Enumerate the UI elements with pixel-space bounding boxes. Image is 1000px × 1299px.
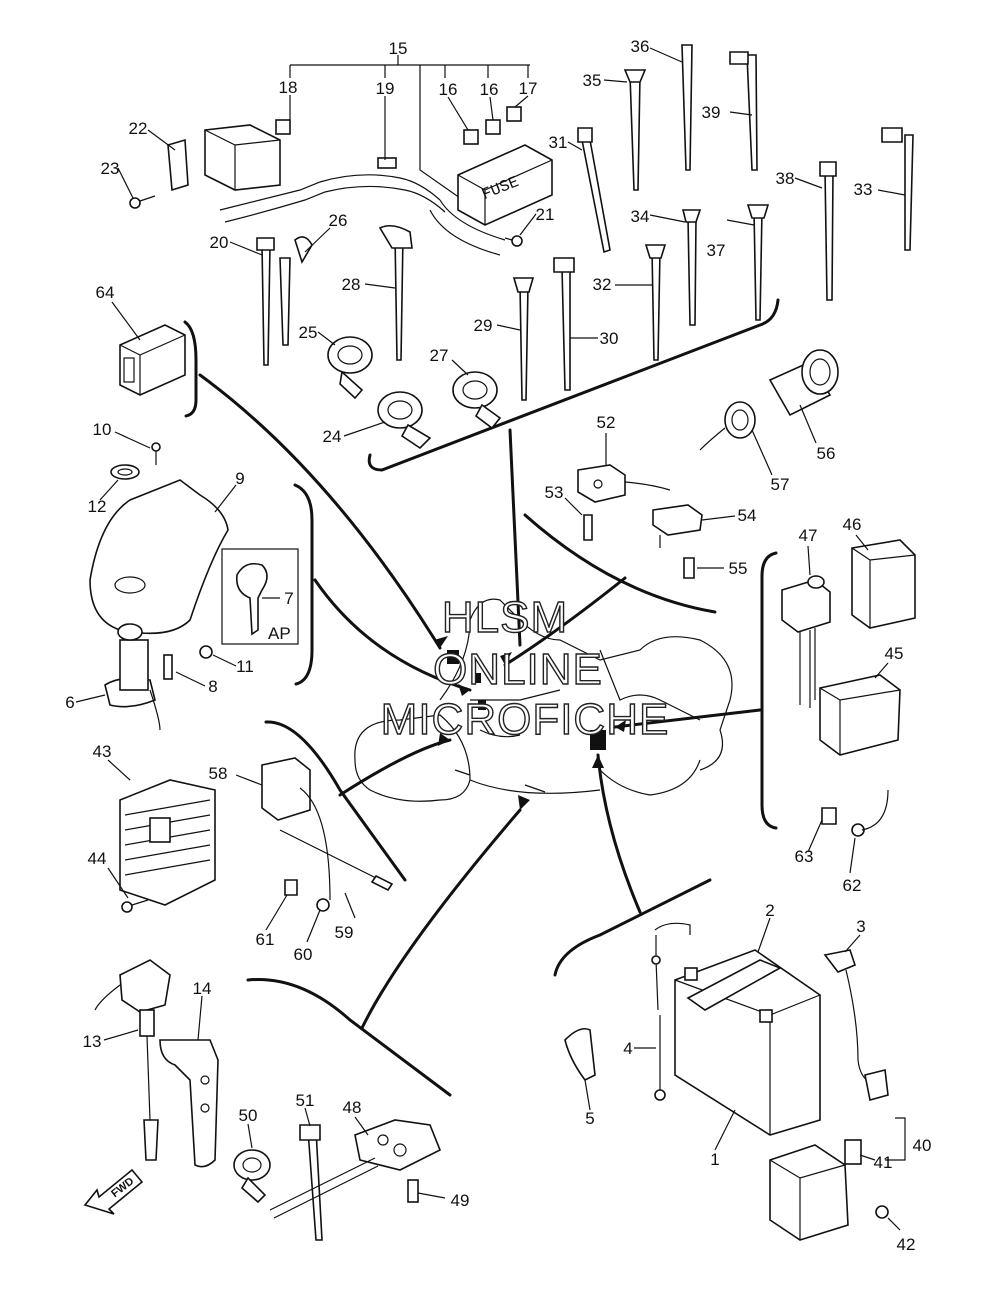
callout-28: 28 (342, 275, 361, 294)
watermark: HLSM ONLINE MICROFICHE (380, 592, 670, 744)
callout-56: 56 (817, 444, 836, 463)
ap-text: AP (268, 624, 291, 643)
harness-clamps (327, 336, 502, 450)
callout-24: 24 (323, 427, 342, 446)
callout-15: 15 (389, 39, 408, 58)
callout-16-right: 16 (480, 80, 499, 99)
relay-64 (119, 324, 186, 396)
callout-58: 58 (209, 764, 228, 783)
callout-27: 27 (430, 346, 449, 365)
callout-49: 49 (451, 1191, 470, 1210)
cable-ties-top (256, 44, 914, 401)
switches-52-54 (577, 464, 703, 579)
callout-42: 42 (897, 1235, 916, 1254)
callout-62: 62 (843, 876, 862, 895)
callout-60: 60 (294, 945, 313, 964)
callout-31: 31 (549, 133, 568, 152)
motorcycle-outline (354, 598, 733, 802)
sensor-48 (233, 1119, 442, 1241)
connector-marker (590, 730, 606, 750)
harness-routing-lines (183, 298, 780, 1097)
callout-3: 3 (856, 917, 865, 936)
callout-13: 13 (83, 1032, 102, 1051)
callout-19: 19 (376, 79, 395, 98)
callout-47: 47 (799, 526, 818, 545)
connector-marker (473, 673, 481, 683)
connector-marker (478, 700, 486, 710)
callout-10: 10 (93, 420, 112, 439)
fuse-box-assembly: FUSE (129, 55, 553, 256)
ignition-group: AP (89, 442, 299, 731)
callout-1: 1 (710, 1150, 719, 1169)
callout-44: 44 (88, 849, 107, 868)
sensor-58 (261, 757, 394, 912)
callout-32: 32 (593, 275, 612, 294)
callout-38: 38 (776, 169, 795, 188)
callout-43: 43 (93, 742, 112, 761)
accessory-socket (699, 349, 839, 451)
callout-37: 37 (707, 241, 726, 260)
callout-63: 63 (795, 847, 814, 866)
callout-8: 8 (208, 677, 217, 696)
callout-22: 22 (129, 119, 148, 138)
callout-46: 46 (843, 515, 862, 534)
callout-64: 64 (96, 283, 115, 302)
callout-54: 54 (738, 506, 757, 525)
switch-13 (94, 959, 219, 1168)
callout-45: 45 (885, 644, 904, 663)
callout-9: 9 (235, 469, 244, 488)
callout-26: 26 (329, 211, 348, 230)
callout-41: 41 (874, 1153, 893, 1172)
callout-53: 53 (545, 483, 564, 502)
leader-lines (75, 47, 906, 1231)
callout-4: 4 (623, 1039, 632, 1058)
callout-29: 29 (474, 316, 493, 335)
callout-34: 34 (631, 207, 650, 226)
callout-51: 51 (296, 1091, 315, 1110)
callout-12: 12 (88, 497, 107, 516)
connector-marker (447, 650, 459, 664)
callout-61: 61 (256, 930, 275, 949)
callout-52: 52 (597, 413, 616, 432)
callout-20: 20 (210, 233, 229, 252)
callout-labels: 15 18 19 16 16 17 36 35 39 22 31 23 21 3… (65, 37, 931, 1254)
watermark-line-3: MICROFICHE (381, 695, 670, 744)
callout-57: 57 (771, 475, 790, 494)
relays-right (781, 539, 916, 837)
watermark-line-2: ONLINE (433, 645, 603, 694)
callout-39: 39 (702, 103, 721, 122)
callout-5: 5 (585, 1109, 594, 1128)
callout-17: 17 (519, 79, 538, 98)
callout-6: 6 (65, 693, 74, 712)
fwd-arrow: FWD (83, 1168, 144, 1215)
callout-14: 14 (193, 979, 212, 998)
battery-group (564, 922, 889, 1241)
callout-23: 23 (101, 159, 120, 178)
routing-arrows (434, 636, 626, 810)
callout-2: 2 (765, 901, 774, 920)
callout-48: 48 (343, 1098, 362, 1117)
regulator-43 (119, 779, 216, 913)
callout-16-left: 16 (439, 80, 458, 99)
callout-55: 55 (729, 559, 748, 578)
callout-36: 36 (631, 37, 650, 56)
callout-40: 40 (913, 1136, 932, 1155)
callout-30: 30 (600, 329, 619, 348)
callout-11: 11 (236, 657, 254, 676)
callout-35: 35 (583, 71, 602, 90)
callout-7: 7 (284, 589, 293, 608)
callout-50: 50 (239, 1106, 258, 1125)
callout-18: 18 (279, 78, 298, 97)
callout-25: 25 (299, 323, 318, 342)
callout-21: 21 (536, 205, 555, 224)
watermark-line-1: HLSM (442, 593, 568, 642)
callout-59: 59 (335, 923, 354, 942)
callout-33: 33 (854, 180, 873, 199)
